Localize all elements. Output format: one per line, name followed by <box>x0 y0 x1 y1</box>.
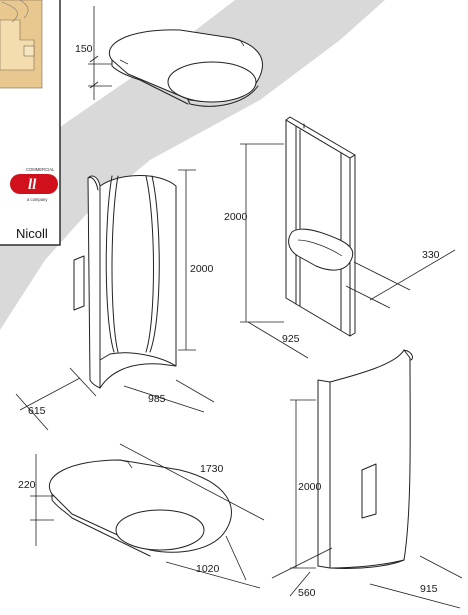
canopy-drawing: 150 <box>75 6 263 107</box>
brand-panel: COMMERCIAL ll a company Nicoll <box>0 0 61 246</box>
plan-thumbnail <box>0 0 43 89</box>
company-logo: COMMERCIAL ll a company <box>10 167 58 202</box>
oval-base-drawing: 220 1730 1020 <box>18 443 265 589</box>
svg-text:COMMERCIAL: COMMERCIAL <box>26 167 55 172</box>
dim-tall-depth: 330 <box>422 249 440 261</box>
dim-canopy-height: 150 <box>75 43 93 55</box>
svg-text:ll: ll <box>28 177 37 193</box>
dim-oval-height: 220 <box>18 479 36 491</box>
tall-booth-drawing: 2000 330 925 <box>224 116 456 359</box>
curved-booth-drawing: 2000 560 915 <box>271 349 463 609</box>
dim-curved-height: 2000 <box>298 481 322 493</box>
svg-text:a company: a company <box>27 197 48 202</box>
dim-curved-front: 560 <box>298 587 316 599</box>
rounded-booth-drawing: 2000 615 985 <box>15 169 215 431</box>
dim-round-depth: 985 <box>148 393 166 405</box>
dim-oval-length: 1730 <box>200 463 224 475</box>
brand-name: Nicoll <box>16 226 48 241</box>
dim-round-height: 2000 <box>190 263 214 275</box>
dim-round-front: 615 <box>28 405 46 417</box>
dim-oval-width: 1020 <box>196 563 220 575</box>
dim-curved-depth: 915 <box>420 583 438 595</box>
dim-tall-width: 2000 <box>224 211 248 223</box>
dim-tall-front: 925 <box>282 333 300 345</box>
